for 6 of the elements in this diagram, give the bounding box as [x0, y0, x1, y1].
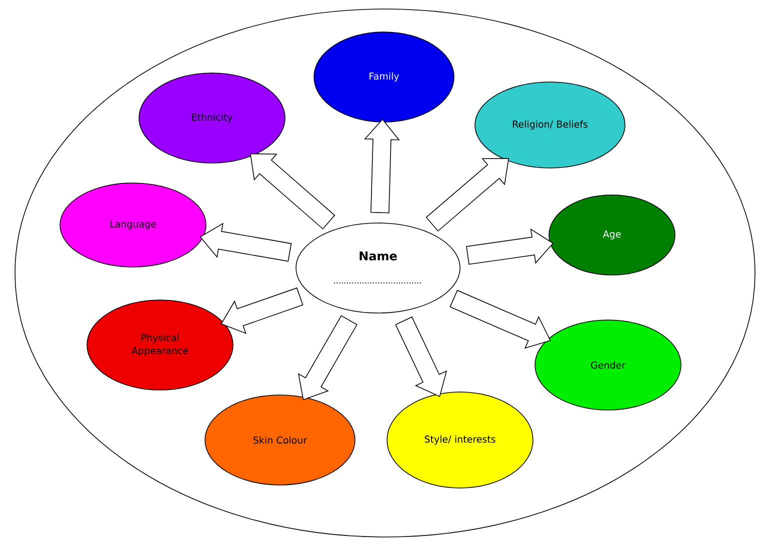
block-arrow	[250, 153, 336, 230]
block-arrow	[364, 118, 400, 214]
block-arrow	[298, 315, 358, 400]
block-arrow	[466, 228, 554, 265]
block-arrow	[200, 222, 292, 262]
block-arrow	[450, 290, 551, 349]
